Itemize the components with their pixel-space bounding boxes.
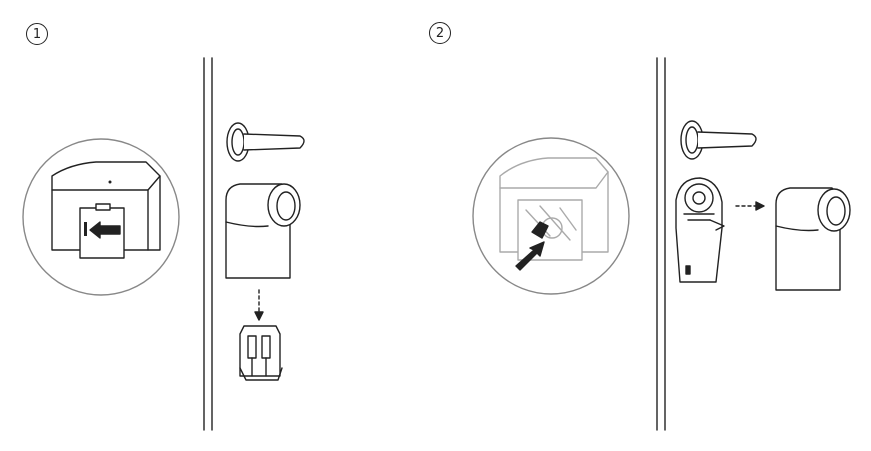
magnifier-circle-2 [473,138,629,294]
mounting-plate [676,178,724,282]
arrow-right-icon [736,202,764,210]
magnifier-circle-1 [23,139,179,295]
door-frame-right [657,58,665,430]
smart-lock-left [226,184,300,278]
smart-lock-right [776,188,850,290]
battery-pack-left [240,326,282,380]
door-handle-left [227,123,304,161]
arrow-down-icon [255,290,263,320]
door-frame-left [204,58,212,430]
door-handle-right [681,121,756,159]
